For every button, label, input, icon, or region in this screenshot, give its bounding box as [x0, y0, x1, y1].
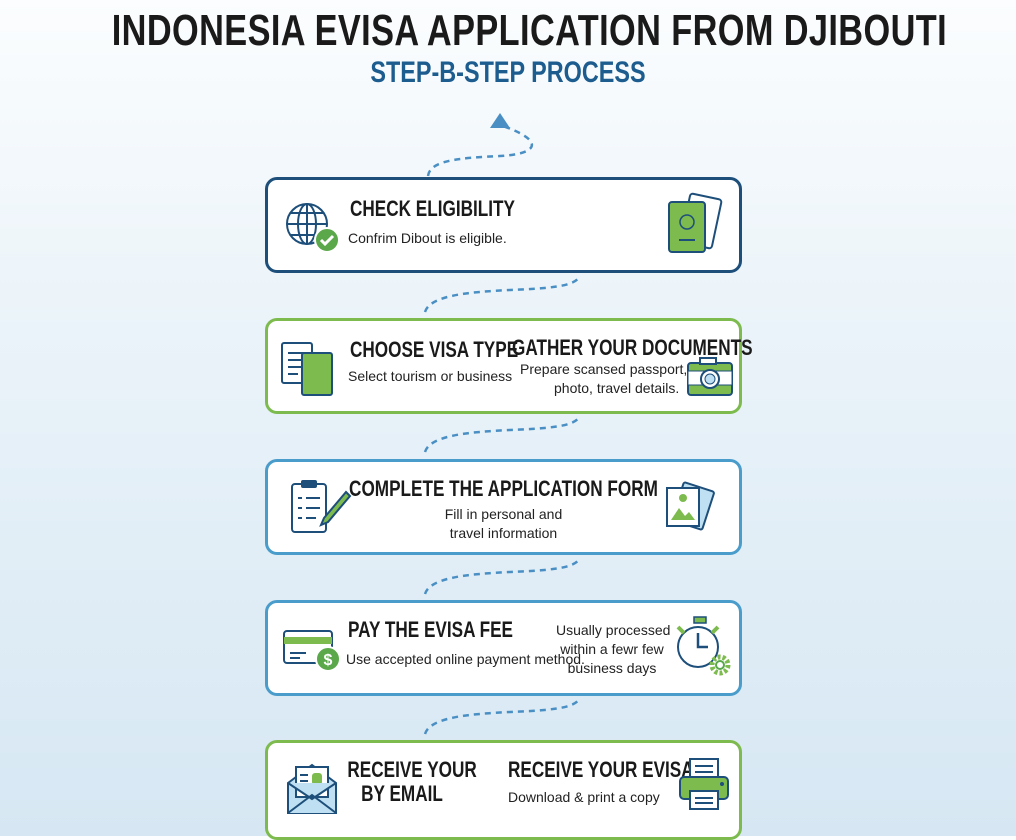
connector-1-2: [423, 275, 582, 313]
step-text: Use accepted online payment method.: [346, 651, 585, 667]
passport-icon: [668, 192, 723, 253]
svg-text:$: $: [324, 652, 333, 669]
connector-2-3: [423, 415, 582, 453]
card-dollar-icon: $: [283, 630, 341, 672]
processing-text-c: business days: [567, 660, 657, 676]
arrow-up-icon: [490, 113, 510, 128]
printer-icon: [679, 758, 729, 810]
step-heading-b: BY EMAIL: [361, 781, 443, 806]
page-title: INDONESIA EVISA APPLICATION FROM DJIBOUT…: [111, 6, 948, 55]
envelope-icon: [287, 763, 337, 814]
clipboard-pen-icon: [291, 480, 352, 533]
step-text-2b: photo, travel details.: [554, 380, 680, 396]
step-text: Confrim Dibout is eligible.: [348, 230, 507, 246]
step-heading: COMPLETE THE APPLICATION FORM: [349, 476, 658, 501]
step-heading-a: RECEIVE YOUR: [347, 757, 477, 782]
connector-3-4: [423, 557, 582, 595]
step-heading-2: RECEIVE YOUR EVISA: [508, 757, 694, 782]
step-text-b: travel information: [449, 525, 558, 541]
step-text: Select tourism or business: [348, 368, 513, 384]
step-choose-visa-type: CHOOSE VISA TYPE Select tourism or busin…: [265, 318, 753, 414]
page-subtitle: STEP-B-STEP PROCESS: [370, 56, 646, 89]
step-heading-2: GATHER YOUR DOCUMENTS: [512, 335, 753, 360]
step-complete-application-form: COMPLETE THE APPLICATION FORM Fill in pe…: [265, 459, 742, 555]
stopwatch-gear-icon: [676, 616, 731, 676]
step-heading: PAY THE EVISA FEE: [348, 617, 513, 642]
step-receive-evisa: RECEIVE YOUR BY EMAIL RECEIVE YOUR EVISA…: [265, 740, 742, 840]
processing-text-a: Usually processed: [556, 622, 671, 638]
connector-4-5: [423, 697, 582, 735]
photo-icon: [666, 481, 715, 531]
camera-icon: [687, 357, 733, 396]
step-heading: CHECK ELIGIBILITY: [350, 196, 515, 221]
step-text-2: Download & print a copy: [508, 789, 660, 805]
step-pay-evisa-fee: $ PAY THE EVISA FEE Use accepted online …: [265, 600, 742, 696]
globe-check-icon: [286, 203, 340, 253]
connector-top: [426, 123, 534, 177]
step-heading: CHOOSE VISA TYPE: [350, 337, 519, 362]
documents-icon: [281, 342, 333, 396]
step-text-a: Fill in personal and: [444, 506, 563, 522]
processing-text-b: within a fewr few: [560, 641, 664, 657]
step-text-2a: Prepare scansed passport,: [520, 361, 688, 377]
step-check-eligibility: CHECK ELIGIBILITY Confrim Dibout is elig…: [265, 177, 742, 273]
